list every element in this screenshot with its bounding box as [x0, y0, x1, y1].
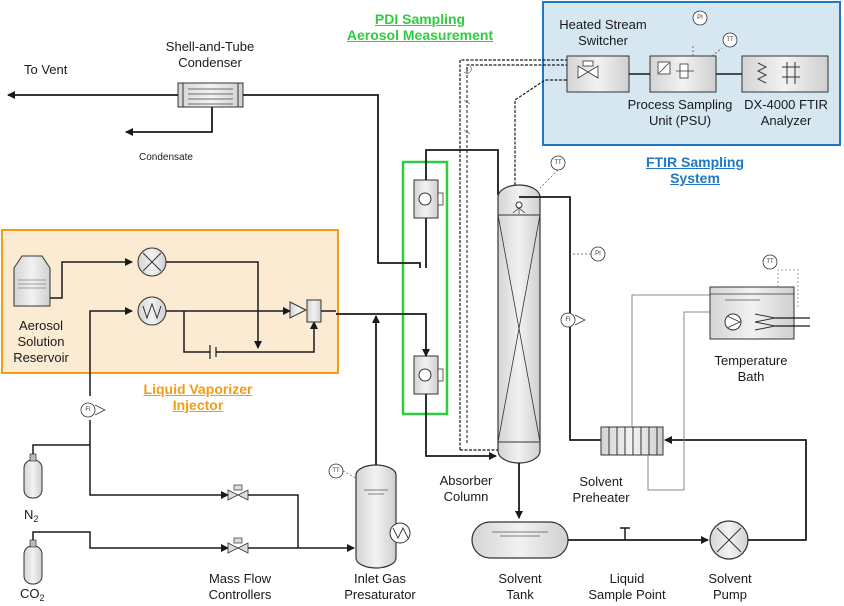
tt-tag-column: TT: [554, 160, 562, 166]
vaporizer-pump: [137, 247, 167, 277]
pdi-title-line2: Aerosol Measurement: [346, 27, 494, 43]
tt-tag-bath: TT: [766, 259, 774, 265]
sample-point-label-line2: Sample Point: [588, 587, 666, 602]
condenser-label-line2: Condenser: [178, 55, 242, 70]
aerosol-reservoir: [13, 255, 51, 307]
n2-label-sub: 2: [33, 514, 39, 524]
tt-tag-psu: TT: [726, 37, 734, 43]
mfc-label-line1: Mass Flow: [208, 571, 272, 586]
pdi-title: PDI Sampling Aerosol Measurement: [330, 11, 510, 43]
mfc-label: Mass Flow Controllers: [190, 571, 290, 603]
injector-nozzle: [289, 299, 322, 323]
preheater-label: Solvent Preheater: [556, 474, 646, 506]
vaporizer-heater: [137, 296, 167, 326]
mfc-co2: [227, 537, 249, 554]
heated-stream-switcher: [566, 55, 630, 93]
psu-label: Process Sampling Unit (PSU): [615, 97, 745, 129]
tank-label: Solvent Tank: [480, 571, 560, 603]
vaporizer-title: Liquid Vaporizer Injector: [118, 381, 278, 413]
psu-label-line2: Unit (PSU): [648, 113, 712, 128]
absorber-label: Absorber Column: [426, 473, 506, 505]
tank-label-line1: Solvent: [498, 571, 542, 586]
temp-bath-label: Temperature Bath: [706, 353, 796, 385]
condenser-label-line1: Shell-and-Tube: [165, 39, 255, 54]
presaturator-label: Inlet Gas Presaturator: [330, 571, 430, 603]
pi-tag-psu: PI: [697, 15, 703, 21]
co2-cylinder: [23, 539, 43, 585]
tt-tag-presat: TT: [332, 468, 340, 474]
mfc-label-line2: Controllers: [208, 587, 272, 602]
absorber-label-line1: Absorber: [439, 473, 493, 488]
psu-label-line1: Process Sampling: [627, 97, 733, 112]
fi-tag-inlet: FI: [85, 407, 91, 413]
sample-point-label: Liquid Sample Point: [577, 571, 677, 603]
n2-label: N2: [24, 507, 38, 527]
preheater-label-line2: Preheater: [572, 490, 630, 505]
pi-bubble-psu: [692, 10, 708, 26]
fi-tag-column: FI: [565, 317, 571, 323]
presaturator-label-line1: Inlet Gas: [353, 571, 407, 586]
sample-point-label-line1: Liquid: [609, 571, 645, 586]
pump-label-line1: Solvent: [708, 571, 752, 586]
presaturator: [355, 464, 411, 569]
n2-label-main: N: [24, 507, 34, 522]
condenser-label: Shell-and-Tube Condenser: [150, 39, 270, 71]
mfc-n2: [227, 484, 249, 501]
co2-label: CO2: [20, 586, 45, 606]
vaporizer-box: [1, 229, 339, 374]
tank-label-line2: Tank: [506, 587, 534, 602]
absorber-column: [497, 184, 541, 464]
switcher-label: Heated Stream Switcher: [548, 17, 658, 49]
ftir-system-title: FTIR Sampling System: [620, 154, 770, 186]
tt-bubble-psu: [722, 32, 738, 48]
solvent-preheater: [600, 426, 664, 456]
reservoir-label-line1: Aerosol: [18, 318, 64, 333]
pi-tag-column: PI: [595, 251, 601, 257]
pdi-box: [401, 160, 449, 416]
ftir-analyzer-label-line2: Analyzer: [760, 113, 812, 128]
ftir-system-title-line2: System: [670, 170, 720, 186]
fi-bubble-inlet: [80, 402, 96, 418]
solvent-tank: [471, 521, 569, 559]
pump-label-line2: Pump: [713, 587, 747, 602]
temp-bath-label-line1: Temperature: [714, 353, 788, 368]
preheater-label-line1: Solvent: [579, 474, 623, 489]
condenser: [177, 82, 244, 108]
absorber-label-line2: Column: [443, 489, 489, 504]
pdi-sampler-bottom: [413, 355, 444, 395]
co2-label-sub: 2: [39, 593, 45, 603]
tt-bubble-bath: [762, 254, 778, 270]
ftir-analyzer: [741, 55, 829, 93]
reservoir-label: Aerosol Solution Reservoir: [0, 318, 82, 366]
condensate-label: Condensate: [139, 152, 193, 163]
switcher-label-line2: Switcher: [578, 33, 628, 48]
pump-label: Solvent Pump: [690, 571, 770, 603]
fi-bubble-column: [560, 312, 576, 328]
temp-bath-label-line2: Bath: [737, 369, 765, 384]
vaporizer-title-line1: Liquid Vaporizer: [143, 381, 253, 397]
ftir-system-title-line1: FTIR Sampling: [646, 154, 744, 170]
pdi-sampler-top: [413, 179, 444, 219]
temperature-bath: [709, 286, 810, 340]
process-sampling-unit: [649, 55, 717, 93]
ftir-analyzer-label-line1: DX-4000 FTIR: [744, 97, 828, 112]
to-vent-label: To Vent: [24, 62, 68, 77]
n2-cylinder: [23, 453, 43, 499]
pdi-title-line1: PDI Sampling: [374, 11, 466, 27]
reservoir-label-line3: Reservoir: [13, 350, 69, 365]
switcher-label-line1: Heated Stream: [559, 17, 647, 32]
co2-label-main: CO: [20, 586, 40, 601]
presaturator-label-line2: Presaturator: [344, 587, 416, 602]
ftir-analyzer-label: DX-4000 FTIR Analyzer: [736, 97, 836, 129]
vaporizer-title-line2: Injector: [172, 397, 224, 413]
solvent-pump: [709, 520, 749, 560]
reservoir-label-line2: Solution: [17, 334, 65, 349]
